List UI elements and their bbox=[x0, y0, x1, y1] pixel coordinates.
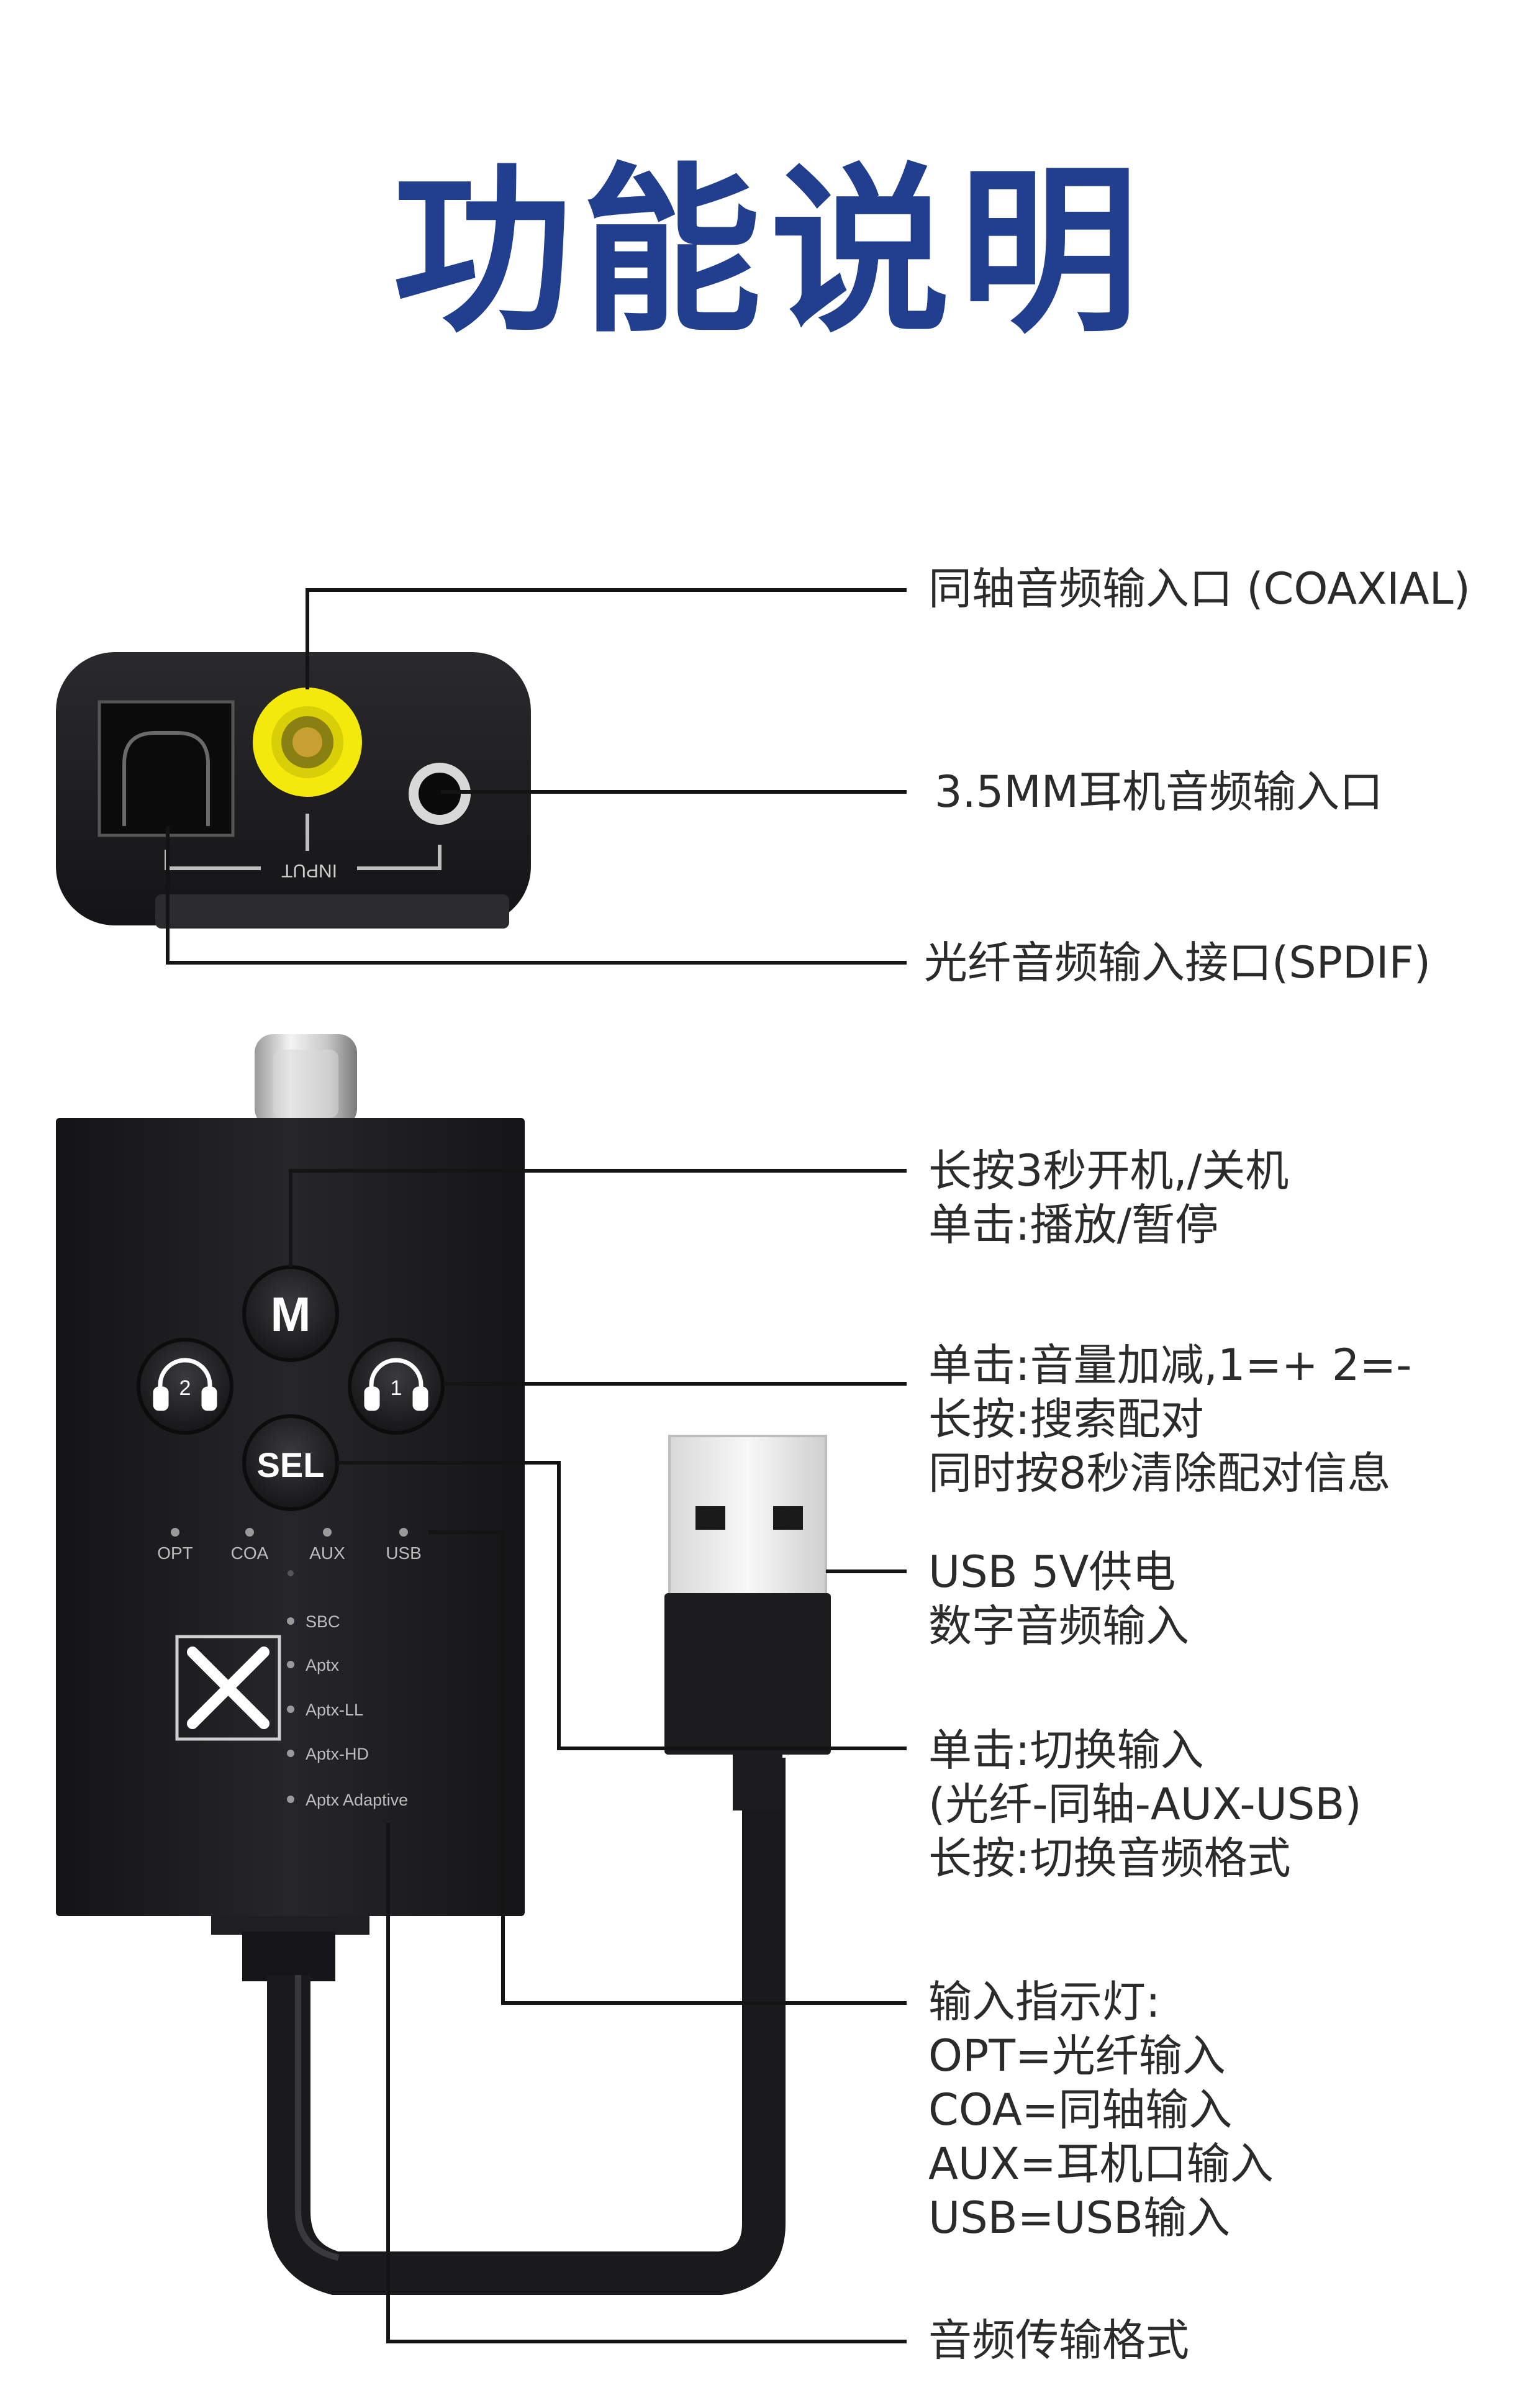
input-panel-foot bbox=[155, 894, 509, 929]
callout-line: 单击:播放/暂停 bbox=[928, 1199, 1219, 1250]
input-led-opt: OPT bbox=[157, 1528, 193, 1563]
input-led-label: COA bbox=[231, 1543, 269, 1563]
input-indicator-row: OPT COA AUX USB bbox=[157, 1528, 422, 1563]
format-led-label: Aptx-HD bbox=[306, 1745, 369, 1763]
format-led-label: Aptx Adaptive bbox=[306, 1791, 408, 1809]
sel-button-label: SEL bbox=[257, 1445, 325, 1484]
input-led-coa: COA bbox=[231, 1528, 269, 1563]
callout-usb-power: USB 5V供电数字音频输入 bbox=[928, 1545, 1189, 1653]
callout-optical: 光纤音频输入接口(SPDIF) bbox=[924, 936, 1431, 990]
headphone-1-number: 1 bbox=[391, 1376, 402, 1400]
format-led-label: SBC bbox=[306, 1612, 340, 1631]
format-led-aptx-hd: Aptx-HD bbox=[287, 1745, 369, 1763]
callout-line: 同轴音频输入口 (COAXIAL) bbox=[928, 563, 1470, 614]
headphone-button-1[interactable]: 1 bbox=[348, 1338, 445, 1435]
main-device: M 2 1 bbox=[56, 1034, 525, 1981]
callout-line: AUX=耳机口输入 bbox=[928, 2138, 1274, 2189]
callout-line: 输入指示灯: bbox=[928, 1976, 1161, 2027]
callout-line: 长按3秒开机,/关机 bbox=[928, 1145, 1289, 1196]
input-panel-device: INPUT bbox=[56, 652, 531, 929]
brand-logo bbox=[175, 1635, 281, 1741]
callout-line: 光纤音频输入接口(SPDIF) bbox=[924, 937, 1431, 988]
callout-line: USB=USB输入 bbox=[928, 2192, 1231, 2243]
m-button-label: M bbox=[271, 1287, 311, 1342]
headphone-2-number: 2 bbox=[179, 1376, 191, 1400]
format-led-aptx-ll: Aptx-LL bbox=[287, 1701, 363, 1719]
callout-line: 单击:切换输入 bbox=[928, 1725, 1204, 1776]
sel-button[interactable]: SEL bbox=[242, 1414, 339, 1511]
main-device-body bbox=[56, 1118, 525, 1916]
headphone-button-2[interactable]: 2 bbox=[137, 1338, 233, 1435]
callout-line: 单击:音量加减,1=+ 2=- bbox=[928, 1340, 1412, 1391]
format-led-label: Aptx-LL bbox=[306, 1701, 363, 1719]
callout-coaxial: 同轴音频输入口 (COAXIAL) bbox=[928, 562, 1470, 616]
input-led-aux: AUX bbox=[309, 1528, 345, 1563]
format-led-aptx: Aptx bbox=[287, 1656, 340, 1674]
callout-line: 同时按8秒清除配对信息 bbox=[928, 1448, 1391, 1499]
optical-port bbox=[97, 700, 235, 837]
callout-line: USB 5V供电 bbox=[928, 1547, 1176, 1597]
headphone-icon bbox=[153, 1358, 217, 1411]
format-led-label: Aptx bbox=[306, 1656, 340, 1674]
callout-line: 长按:搜索配对 bbox=[928, 1394, 1204, 1445]
callout-sel-button: 单击:切换输入(光纤-同轴-AUX-USB)长按:切换音频格式 bbox=[928, 1724, 1362, 1886]
input-panel-label: INPUT bbox=[281, 860, 337, 881]
format-led-sbc: SBC bbox=[287, 1612, 340, 1631]
input-led-usb: USB bbox=[386, 1528, 422, 1563]
callout-line: 长按:切换音频格式 bbox=[928, 1833, 1291, 1884]
callout-headphone-buttons: 单击:音量加减,1=+ 2=-长按:搜索配对同时按8秒清除配对信息 bbox=[928, 1338, 1411, 1501]
input-led-label: OPT bbox=[157, 1543, 193, 1563]
page-title: 功能说明 bbox=[392, 148, 1148, 357]
cable-strain-relief bbox=[242, 1932, 335, 1981]
callout-format-indicators: 音频传输格式 bbox=[928, 2314, 1189, 2368]
callout-line: (光纤-同轴-AUX-USB) bbox=[928, 1779, 1362, 1830]
usb-plug bbox=[664, 1435, 831, 1810]
headphone-icon bbox=[364, 1358, 428, 1411]
callout-m-button: 长按3秒开机,/关机单击:播放/暂停 bbox=[928, 1144, 1289, 1252]
callout-lines bbox=[166, 588, 907, 2343]
callout-aux: 3.5MM耳机音频输入口 bbox=[935, 765, 1383, 819]
input-led-label: AUX bbox=[309, 1543, 345, 1563]
aux-port bbox=[409, 763, 471, 825]
callout-line: COA=同轴输入 bbox=[928, 2084, 1233, 2135]
format-led-aptx-adaptive: Aptx Adaptive bbox=[287, 1791, 408, 1809]
callout-line: 3.5MM耳机音频输入口 bbox=[935, 766, 1384, 817]
input-led-label: USB bbox=[386, 1543, 422, 1563]
callout-line: OPT=光纤输入 bbox=[928, 2030, 1226, 2081]
coaxial-port bbox=[253, 688, 362, 797]
usb-cable bbox=[267, 1758, 786, 2295]
callout-line: 数字音频输入 bbox=[928, 1601, 1189, 1651]
callout-line: 音频传输格式 bbox=[928, 2315, 1189, 2366]
m-button[interactable]: M bbox=[242, 1265, 339, 1362]
